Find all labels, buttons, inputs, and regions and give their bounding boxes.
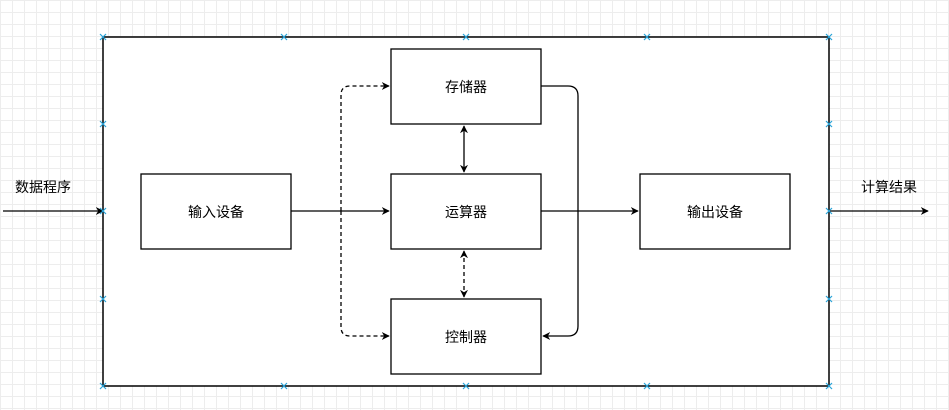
output-device-label: 输出设备 [687,204,743,221]
alu-label: 运算器 [445,204,487,221]
alu-box[interactable] [390,173,542,250]
selection-handles [99,33,833,390]
output-result-label: 计算结果 [861,180,917,196]
controller-label: 控制器 [445,329,487,346]
handle-right-3 [825,295,833,303]
handle-top-1 [280,33,288,41]
handle-bottom-1 [280,382,288,390]
controller-box[interactable] [390,298,542,375]
handle-top-right [825,33,833,41]
handle-right-1 [825,120,833,128]
input-device-box[interactable] [140,173,292,250]
memory-box[interactable] [390,48,542,125]
handle-bottom-2 [462,382,470,390]
handle-top-3 [643,33,651,41]
handle-left-1 [99,120,107,128]
handle-left-3 [99,295,107,303]
handle-right-2 [825,207,833,215]
output-device-box[interactable] [639,173,791,250]
handle-top-left [99,33,107,41]
handle-bottom-right [825,382,833,390]
handle-bottom-left [99,382,107,390]
handle-left-2 [99,207,107,215]
handle-top-2 [462,33,470,41]
memory-label: 存储器 [445,79,487,96]
input-device-label: 输入设备 [188,204,244,221]
input-data-label: 数据程序 [15,180,71,196]
handle-bottom-3 [643,382,651,390]
arrow-memory-to-controller[interactable] [541,85,579,340]
